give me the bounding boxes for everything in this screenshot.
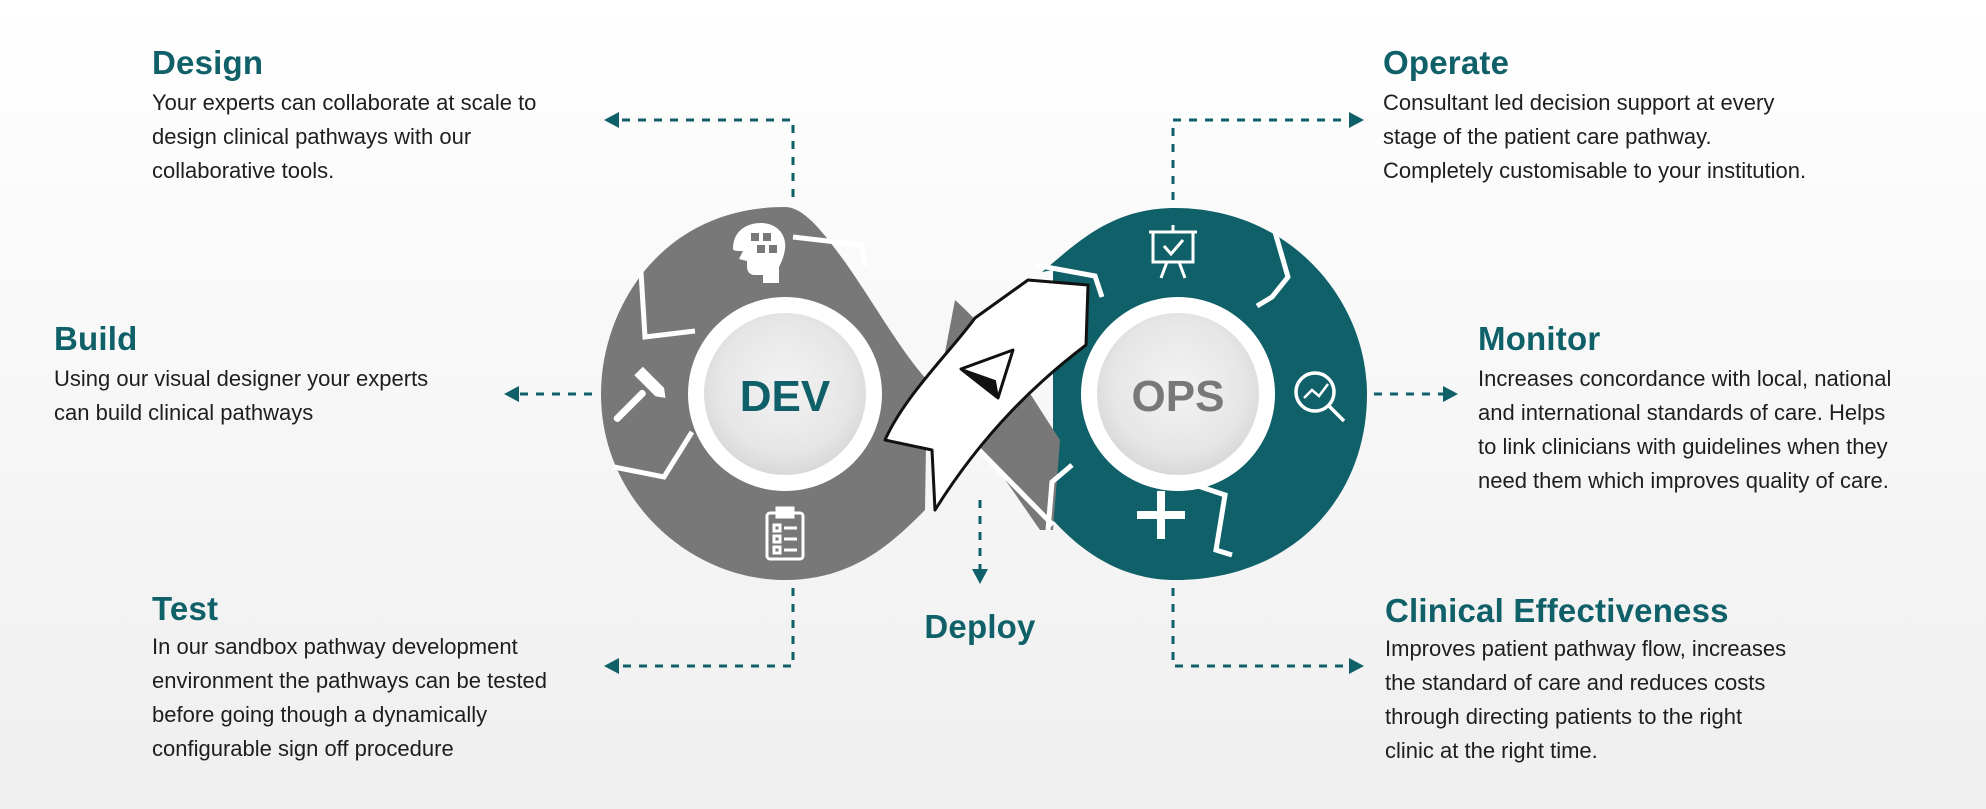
description-line: the standard of care and reduces costs: [1385, 670, 1766, 695]
description-line: and international standards of care. Hel…: [1478, 400, 1886, 425]
dev-disc: [704, 313, 866, 475]
clinical-connector: [1171, 588, 1352, 668]
test-section: Test In our sandbox pathway development …: [152, 590, 592, 766]
design-title: Design: [152, 44, 264, 81]
description-line: to link clinicians with guidelines when …: [1478, 434, 1888, 459]
operate-title: Operate: [1383, 44, 1510, 81]
deploy-section: Deploy: [880, 608, 1080, 646]
brain-puzzle-icon: [733, 223, 786, 283]
description-line: can build clinical pathways: [54, 400, 314, 425]
build-title: Build: [54, 320, 138, 357]
presentation-check-icon: [1149, 225, 1197, 279]
paper-plane-icon: [959, 348, 1015, 400]
description-line: Using our visual designer your experts: [54, 366, 429, 391]
dev-divider-upper: [792, 234, 868, 267]
monitor-description: Increases concordance with local, nation…: [1478, 362, 1948, 498]
search-chart-icon: [1294, 371, 1346, 423]
clipboard-icon: [765, 506, 805, 561]
test-connector: [618, 588, 795, 668]
deploy-title: Deploy: [924, 608, 1036, 645]
description-line: clinic at the right time.: [1385, 738, 1598, 763]
description-line: collaborative tools.: [152, 158, 335, 183]
description-line: Your experts can collaborate at scale to: [152, 90, 537, 115]
test-title: Test: [152, 590, 219, 627]
ops-label: OPS: [1132, 372, 1225, 421]
clinical-effectiveness-description: Improves patient pathway flow, increases…: [1385, 632, 1855, 768]
monitor-section: Monitor Increases concordance with local…: [1478, 320, 1948, 498]
segment-dividers: [613, 231, 1291, 558]
monitor-title: Monitor: [1478, 320, 1601, 357]
plus-icon: [1137, 491, 1185, 539]
operate-connector: [1171, 118, 1352, 200]
dev-divider-left: [613, 430, 695, 480]
ops-divider-upper: [1034, 262, 1105, 298]
description-line: Completely customisable to your institut…: [1383, 158, 1807, 183]
dashed-connectors: [516, 118, 1444, 668]
description-line: In our sandbox pathway development: [152, 634, 518, 659]
ops-divider-top: [1255, 231, 1291, 309]
clinical-effectiveness-section: Clinical Effectiveness Improves patient …: [1385, 592, 1855, 768]
description-line: Increases concordance with local, nation…: [1478, 366, 1892, 391]
description-line: need them which improves quality of care…: [1478, 468, 1889, 493]
operate-arrowhead: [1349, 112, 1364, 128]
description-line: Consultant led decision support at every: [1383, 90, 1775, 115]
description-line: through directing patients to the right: [1385, 704, 1743, 729]
operate-description: Consultant led decision support at every…: [1383, 86, 1843, 188]
design-connector: [618, 118, 795, 197]
connector-arrowheads: [504, 112, 1458, 674]
clinical-arrowhead: [1349, 658, 1364, 674]
build-description: Using our visual designer your experts c…: [54, 362, 474, 430]
description-line: design clinical pathways with our: [152, 124, 472, 149]
hammer-icon: [613, 366, 666, 423]
design-description: Your experts can collaborate at scale to…: [152, 86, 592, 188]
description-line: Improves patient pathway flow, increases: [1385, 636, 1787, 661]
design-section: Design Your experts can collaborate at s…: [152, 44, 592, 188]
operate-section: Operate Consultant led decision support …: [1383, 44, 1843, 188]
description-line: configurable sign off procedure: [152, 736, 454, 761]
ops-disc: [1097, 313, 1259, 475]
ops-divider-bottom: [1045, 463, 1074, 531]
deploy-arrowhead: [972, 569, 988, 584]
dev-label: DEV: [740, 372, 831, 421]
test-description: In our sandbox pathway development envir…: [152, 630, 592, 766]
description-line: environment the pathways can be tested: [152, 668, 548, 693]
design-arrowhead: [604, 112, 619, 128]
clinical-effectiveness-title: Clinical Effectiveness: [1385, 592, 1729, 629]
deploy-ribbon: [883, 278, 1090, 512]
monitor-arrowhead: [1443, 386, 1458, 402]
build-arrowhead: [504, 386, 519, 402]
test-arrowhead: [604, 658, 619, 674]
dev-divider-top: [638, 271, 696, 340]
build-section: Build Using our visual designer your exp…: [54, 320, 474, 430]
description-line: before going though a dynamically: [152, 702, 488, 727]
description-line: stage of the patient care pathway.: [1383, 124, 1712, 149]
